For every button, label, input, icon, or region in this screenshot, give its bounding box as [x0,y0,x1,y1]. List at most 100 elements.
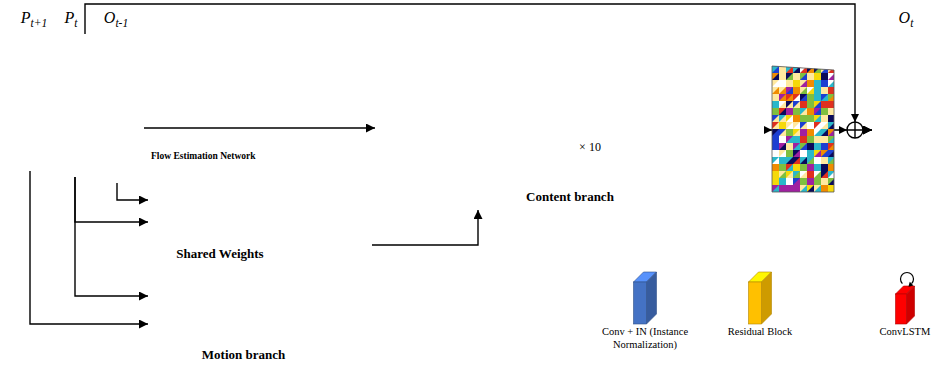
mosaic-tile [109,123,117,131]
mosaic-tile [872,53,880,61]
flow-line [396,35,724,42]
mosaic-tile [60,32,68,40]
mosaic-shard [95,130,102,137]
mosaic-shard [821,129,828,136]
mosaic-tile [793,73,801,81]
mosaic-tile [814,157,822,165]
mosaic-tile [886,95,894,103]
mosaic-tile [20,130,28,138]
mosaic-tile [6,39,14,47]
mosaic-tile [821,150,829,158]
mosaic-tile [928,74,936,82]
network-layer [237,188,250,230]
mosaic-tile [95,172,103,180]
mosaic-tile [772,129,780,137]
flow-line [600,106,607,107]
mosaic-tile [821,136,829,144]
mosaic-tile [907,32,915,40]
mosaic-shard [102,179,109,186]
mosaic-tile [81,67,89,75]
mosaic-tile [88,53,96,61]
mosaic-tile [34,74,42,82]
mosaic-shard [779,129,786,136]
mosaic-shard [116,123,123,130]
mosaic-shard [48,32,55,39]
mosaic-tile [786,87,794,95]
mosaic-tile [907,186,915,194]
mosaic-shard [88,123,95,130]
mosaic-tile [74,151,82,159]
mosaic-tile [60,60,68,68]
mosaic-tile [928,67,936,75]
video-frame [46,32,103,180]
mosaic-tile [88,172,96,180]
output-frame: Ot [872,9,940,192]
mosaic-tile [914,151,922,159]
mosaic-tile [74,67,82,75]
mosaic-tile [928,130,936,138]
mosaic-shard [935,60,942,67]
mosaic-shard [53,60,60,67]
mosaic-shard [95,158,102,165]
mosaic-tile [74,74,82,82]
mosaic-tile [13,39,21,47]
mosaic-shard [46,53,53,60]
mosaic-shard [137,165,144,172]
mosaic-shard [46,60,53,67]
mosaic-tile [800,73,808,81]
mosaic-tile [907,116,915,124]
mosaic-tile [137,179,145,187]
mosaic-tile [109,88,117,96]
mosaic-tile [907,109,915,117]
mosaic-tile [879,53,887,61]
mosaic-tile [807,171,815,179]
mosaic-shard [116,144,123,151]
mosaic-shard [814,115,821,122]
block-top [708,42,730,52]
mosaic-shard [95,158,102,165]
mosaic-shard [130,46,137,53]
mosaic-shard [27,102,34,109]
mosaic-tile [102,39,110,47]
mosaic-tile [907,130,915,138]
mosaic-tile [772,122,780,130]
mosaic-shard [41,74,48,81]
mosaic-shard [53,130,60,137]
mosaic-shard [793,101,800,108]
residual-block [607,81,627,125]
connector [117,183,148,200]
mosaic-tile [928,32,936,40]
mosaic-tile [55,158,63,166]
mosaic-tile [34,123,42,131]
mosaic-shard [793,157,800,164]
mosaic-tile [900,74,908,82]
mosaic-shard [95,95,102,102]
mosaic-tile [95,95,103,103]
mosaic-tile [95,151,103,159]
mosaic-shard [928,74,935,81]
mosaic-shard [41,67,48,74]
repeat-bracket [556,131,626,137]
mosaic-tile [67,46,75,54]
mosaic-tile [13,53,21,61]
mosaic-shard [130,137,137,144]
mosaic-shard [74,46,81,53]
block-front [404,60,414,154]
mosaic-shard [116,151,123,158]
mosaic-tile [123,109,131,117]
mosaic-tile [95,60,103,68]
mosaic-tile [6,46,14,54]
mosaic-shard [879,95,886,102]
mosaic-tile [872,102,880,110]
mosaic-tile [81,158,89,166]
mosaic-shard [116,102,123,109]
mosaic-shard [95,165,102,172]
mosaic-tile [95,39,103,47]
legend-label: Conv + IN (Instance Normalization) [587,326,703,351]
subscript: t+1 [31,17,48,29]
mosaic-tile [814,80,822,88]
mosaic-tile [793,143,801,151]
mosaic-shard [88,165,95,172]
mosaic-shard [928,186,935,193]
mosaic-tile [130,95,138,103]
